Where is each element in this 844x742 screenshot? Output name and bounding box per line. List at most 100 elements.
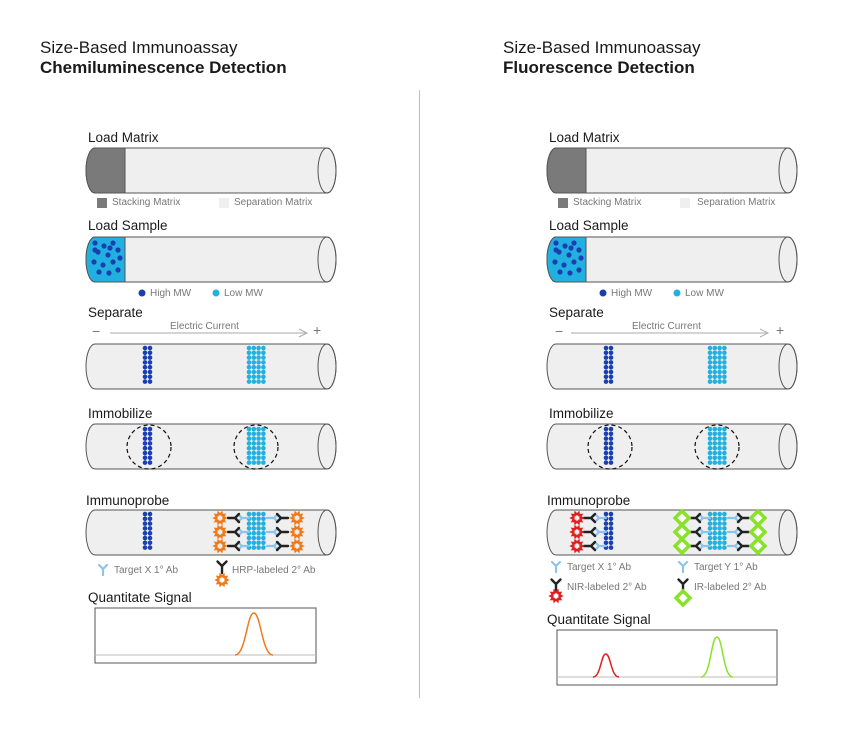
- separation-tube: [546, 343, 798, 390]
- probed-high-mw-band-dot: [147, 521, 153, 526]
- probed-low-mw-band-dot: [251, 526, 257, 531]
- probed-low-mw-band-dot: [256, 511, 261, 517]
- high-mw-protein: [571, 259, 577, 265]
- low-mw-band-dot: [717, 374, 722, 380]
- high-mw-protein: [553, 247, 559, 253]
- separation-tube-end: [778, 343, 798, 390]
- probed-low-mw-band-dot: [261, 530, 266, 536]
- low-mw-band-dot: [712, 355, 718, 360]
- probed-high-mw-band-dot: [142, 521, 148, 526]
- high-mw-protein: [568, 245, 574, 251]
- probed-low-mw-band-dot: [712, 516, 718, 522]
- high-mw-protein: [91, 259, 97, 265]
- probed-low-mw-band-dot: [717, 516, 722, 522]
- probed-low-mw-band-dot: [722, 545, 727, 550]
- immobilized-low-mw-band-dot: [717, 441, 722, 446]
- probed-low-mw-band-dot: [256, 530, 261, 536]
- immobilized-low-mw-band-dot: [261, 436, 266, 441]
- immobilized-high-mw-band-dot: [142, 431, 148, 437]
- high-mw-band-dot: [147, 350, 153, 356]
- probed-high-mw-band-dot: [142, 516, 148, 522]
- probed-low-mw-band-dot: [717, 540, 722, 546]
- immobilized-high-mw-band-dot: [603, 431, 609, 437]
- probed-high-mw-band-dot: [603, 511, 609, 517]
- high-mw-band-dot: [142, 369, 148, 375]
- right-legend-separation: Separation Matrix: [697, 197, 776, 208]
- right-diagram: [546, 147, 798, 686]
- separation-tube: [85, 343, 337, 390]
- right-legend-ir: IR-labeled 2° Ab: [694, 582, 767, 593]
- right-title: Size-Based Immunoassay: [503, 38, 701, 57]
- immobilize-tube-end: [317, 423, 337, 470]
- ir-signal-peak: [700, 636, 734, 678]
- high-mw-legend-dot: [138, 289, 146, 297]
- probed-high-mw-band-dot: [147, 535, 153, 541]
- immobilized-low-mw-band-dot: [246, 460, 252, 465]
- low-mw-band-dot: [707, 374, 713, 380]
- low-mw-band-dot: [261, 345, 266, 351]
- probed-low-mw-band-dot: [722, 530, 727, 536]
- panel-divider: [419, 90, 420, 698]
- high-mw-band-dot: [603, 345, 609, 351]
- low-mw-band-dot: [707, 364, 713, 370]
- immobilized-low-mw-band-dot: [261, 450, 266, 456]
- low-mw-band-dot: [261, 360, 266, 365]
- probed-low-mw-band-dot: [251, 545, 257, 550]
- low-mw-band-dot: [707, 350, 713, 356]
- separation-tube-end: [317, 343, 337, 390]
- probed-low-mw-band-dot: [712, 540, 718, 546]
- probed-low-mw-band-dot: [261, 540, 266, 546]
- high-mw-band-dot: [147, 360, 153, 365]
- high-mw-band-dot: [147, 369, 153, 375]
- probed-low-mw-band-dot: [712, 521, 718, 526]
- left-step-immobilize: Immobilize: [88, 406, 153, 421]
- low-mw-band-dot: [712, 369, 718, 375]
- right-legend-nir: NIR-labeled 2° Ab: [567, 582, 647, 593]
- probed-high-mw-band-dot: [147, 530, 153, 536]
- low-mw-band-dot: [261, 374, 266, 380]
- high-mw-protein: [92, 247, 98, 253]
- probed-low-mw-band-dot: [251, 530, 257, 536]
- low-mw-band-dot: [246, 379, 252, 384]
- low-mw-band-dot: [261, 369, 266, 375]
- probed-low-mw-band-dot: [251, 540, 257, 546]
- low-mw-band-dot: [246, 360, 252, 365]
- legend-target-y-ab-icon: [677, 560, 689, 574]
- immobilized-low-mw-band-dot: [246, 436, 252, 441]
- probed-low-mw-band-dot: [256, 526, 261, 531]
- right-legend-stacking: Stacking Matrix: [573, 197, 642, 208]
- high-mw-protein: [106, 270, 112, 276]
- immobilized-high-mw-band-dot: [142, 455, 148, 461]
- immunoprobe-tube-end: [317, 509, 337, 556]
- immobilized-low-mw-band-dot: [261, 455, 266, 461]
- high-mw-protein: [115, 247, 121, 253]
- left-minus-sign: −: [92, 323, 101, 339]
- electric-current-arrowhead: [759, 328, 770, 338]
- immobilized-low-mw-band-dot: [707, 426, 713, 432]
- low-mw-band-dot: [722, 369, 727, 375]
- probed-high-mw-band-dot: [142, 530, 148, 536]
- probed-low-mw-band-dot: [246, 521, 252, 526]
- stacking-legend-swatch: [558, 198, 568, 208]
- immobilized-low-mw-band-dot: [712, 426, 718, 432]
- probed-low-mw-band-dot: [722, 521, 727, 526]
- low-mw-band-dot: [251, 364, 257, 370]
- immobilized-low-mw-band-dot: [256, 431, 261, 437]
- immobilized-high-mw-band-dot: [608, 431, 614, 437]
- low-mw-band-dot: [256, 355, 261, 360]
- probed-low-mw-band-dot: [722, 516, 727, 522]
- immobilized-low-mw-band-dot: [712, 455, 718, 461]
- high-mw-band-dot: [603, 379, 609, 384]
- immobilized-low-mw-band-dot: [722, 455, 727, 461]
- high-mw-protein: [107, 245, 113, 251]
- probed-low-mw-band-dot: [256, 535, 261, 541]
- probed-low-mw-band-dot: [712, 511, 718, 517]
- immobilized-high-mw-band-dot: [142, 460, 148, 465]
- immobilize-zone-low: [233, 424, 279, 470]
- immobilized-low-mw-band-dot: [251, 445, 257, 451]
- probed-low-mw-band-dot: [256, 545, 261, 550]
- immobilized-high-mw-band-dot: [608, 436, 614, 441]
- probed-high-mw-band-dot: [142, 535, 148, 541]
- right-legend-ab1y: Target Y 1° Ab: [694, 562, 758, 573]
- probed-low-mw-band-dot: [251, 516, 257, 522]
